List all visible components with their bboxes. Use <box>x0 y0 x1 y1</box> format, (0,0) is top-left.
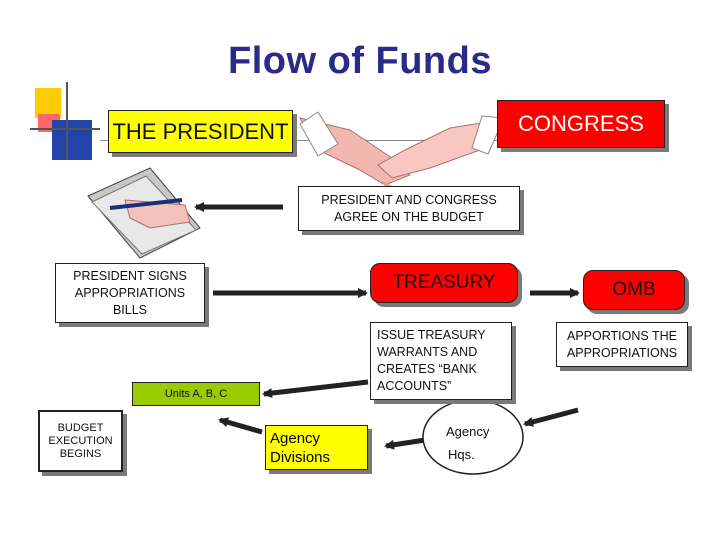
units-box: Units A, B, C <box>132 382 260 406</box>
arrow-divisions-to-exec <box>218 417 263 435</box>
issue-box: ISSUE TREASURY WARRANTS AND CREATES “BAN… <box>370 322 512 400</box>
congress-box: CONGRESS <box>497 100 665 148</box>
handshake-icon <box>299 111 505 190</box>
budget-execution-box: BUDGET EXECUTION BEGINS <box>38 410 123 472</box>
apportions-box: APPORTIONS THE APPROPRIATIONS <box>556 322 688 367</box>
omb-box: OMB <box>583 270 685 310</box>
arrow-omb-to-hqs <box>523 407 579 427</box>
arrow-hqs-to-divisions <box>384 437 426 450</box>
agency-divisions-box: Agency Divisions <box>265 425 368 470</box>
agency-hqs-shape <box>422 399 524 475</box>
agency-hqs-label: Agency Hqs. <box>446 424 490 462</box>
agree-box: PRESIDENT AND CONGRESS AGREE ON THE BUDG… <box>298 186 520 231</box>
signs-box: PRESIDENT SIGNS APPROPRIATIONS BILLS <box>55 263 205 323</box>
signing-hand-icon <box>87 167 201 259</box>
decorative-squares <box>30 80 100 160</box>
page-title: Flow of Funds <box>227 40 492 82</box>
arrow-issue-to-units <box>262 379 369 399</box>
treasury-box: TREASURY <box>370 263 518 303</box>
president-box: THE PRESIDENT <box>108 110 293 153</box>
